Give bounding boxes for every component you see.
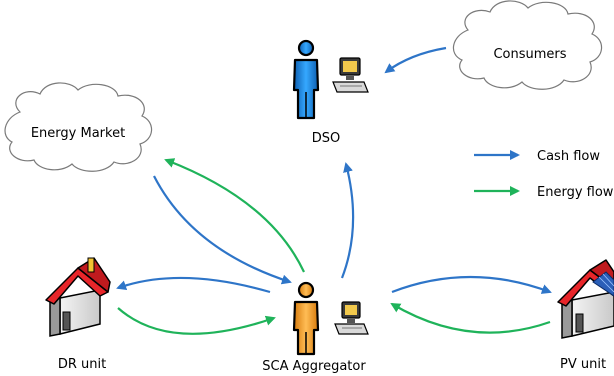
arrow-aggregator-to-pv — [391, 275, 552, 294]
legend: Cash flow Energy flow — [474, 149, 614, 200]
arrow-dr-to-aggregator — [117, 307, 276, 335]
energy-market-label: Energy Market — [31, 126, 125, 141]
consumers-cloud: Consumers — [452, 0, 603, 90]
legend-cash-flow-label: Cash flow — [537, 149, 600, 164]
arrow-aggregator-to-market — [164, 158, 305, 273]
pv-unit-house-icon — [557, 259, 614, 339]
legend-energy-flow-label: Energy flow — [537, 185, 614, 200]
arrow-market-to-aggregator — [153, 175, 292, 285]
dso-computer-icon — [332, 57, 369, 93]
dso-label: DSO — [312, 131, 341, 146]
arrow-aggregator-to-dr — [116, 276, 271, 294]
dr-unit-house-icon — [45, 257, 111, 337]
aggregator-person-icon — [292, 281, 320, 356]
solar-panel-icon — [592, 271, 614, 297]
aggregator-computer-icon — [334, 301, 369, 335]
dr-unit-label: DR unit — [58, 357, 106, 372]
arrow-aggregator-to-dso — [340, 162, 355, 279]
pv-unit-label: PV unit — [560, 357, 606, 372]
aggregator-label: SCA Aggregator — [262, 359, 366, 374]
dso-person-icon — [292, 39, 320, 120]
energy-market-cloud: Energy Market — [4, 82, 153, 172]
consumers-label: Consumers — [493, 47, 566, 62]
arrow-consumers-to-dso — [384, 46, 447, 74]
arrow-pv-to-aggregator — [390, 302, 551, 334]
